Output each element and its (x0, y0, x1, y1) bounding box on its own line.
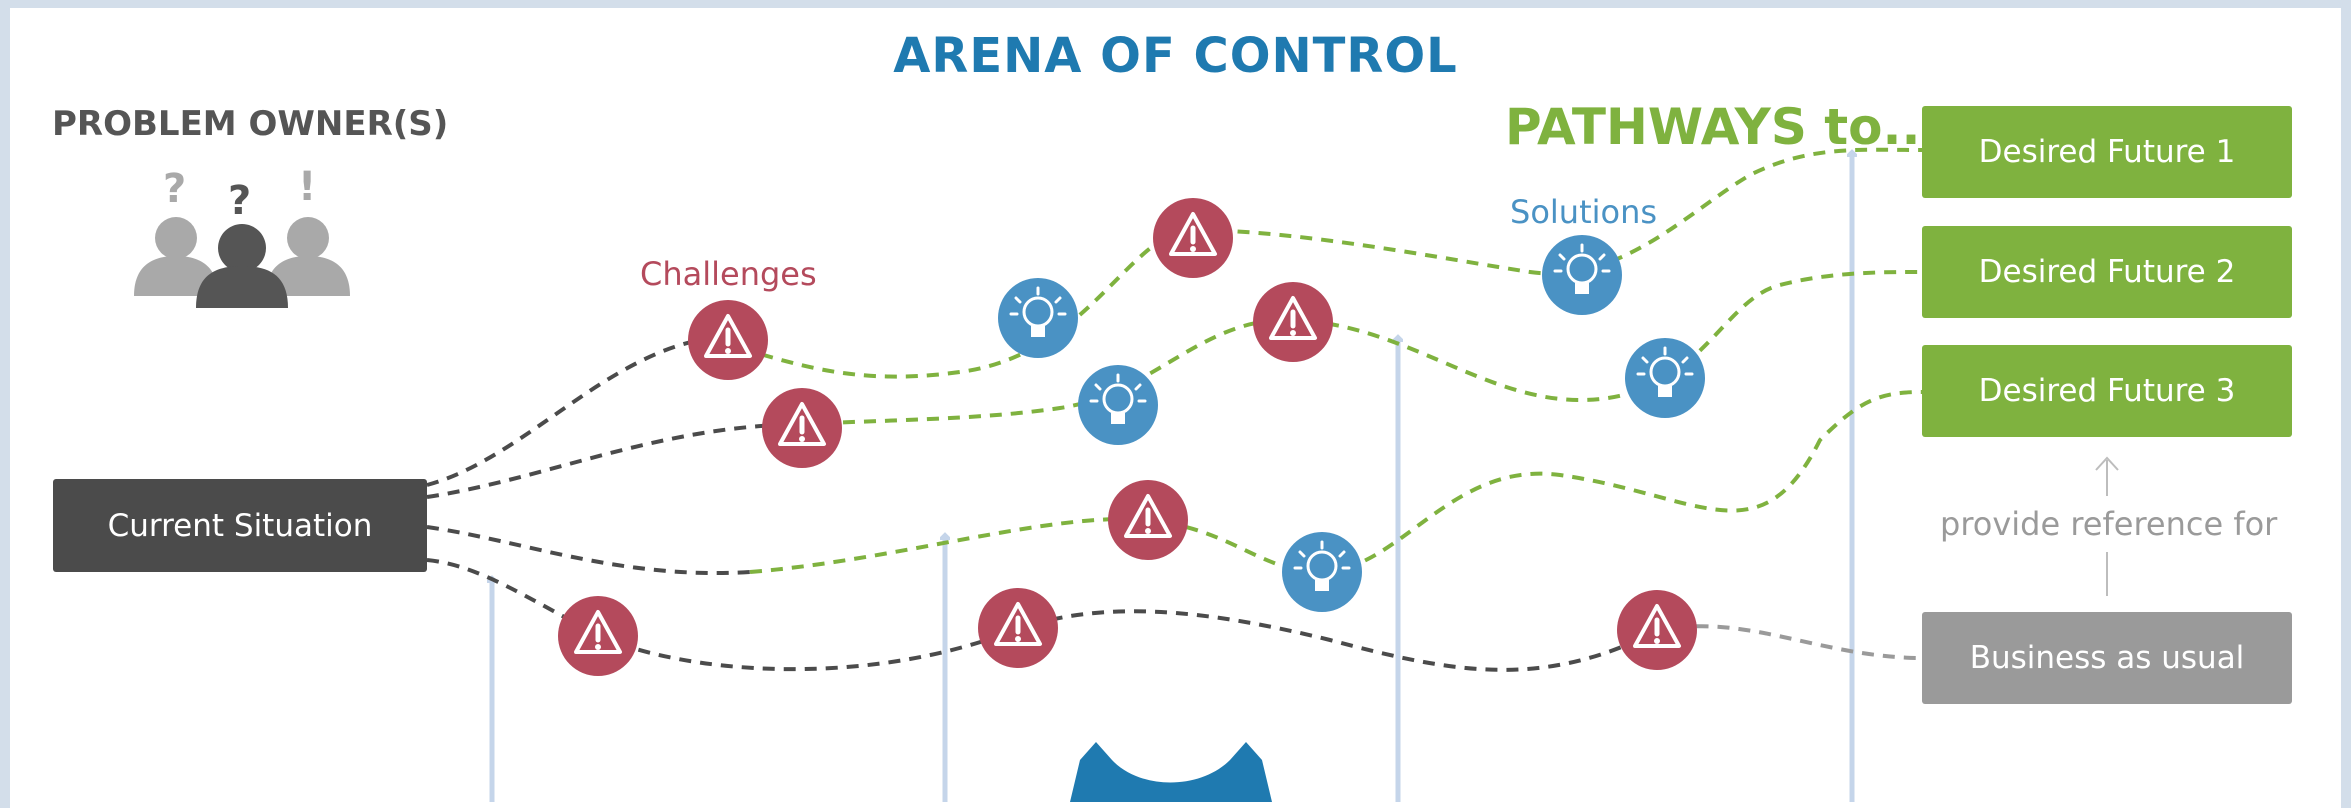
business-as-usual-box: Business as usual (1922, 612, 2292, 704)
pathway-b (426, 423, 781, 499)
people-icon (134, 217, 350, 308)
challenges-label: Challenges (640, 255, 817, 293)
challenge-markers (558, 198, 1697, 676)
warning-icon (1153, 198, 1233, 278)
reference-note: provide reference for (1940, 505, 2278, 543)
curved-arrow-icon (1070, 742, 1272, 802)
warning-icon (978, 588, 1058, 668)
pathway-c (426, 525, 751, 576)
exclamation-mark: ! (298, 164, 317, 210)
solutions-label: Solutions (1510, 193, 1658, 231)
pathway-a-green (699, 147, 1923, 379)
question-mark-2: ? (228, 178, 252, 224)
desired-future-3-box: Desired Future 3 (1922, 345, 2292, 437)
problem-owners-label: PROBLEM OWNER(S) (52, 104, 449, 144)
pathway-c-green (749, 390, 1923, 575)
pathway-bau (426, 558, 1656, 672)
warning-icon (762, 388, 842, 468)
reference-arrow (2095, 456, 2119, 596)
lightbulb-icon (998, 278, 1078, 358)
desired-future-2-box: Desired Future 2 (1922, 226, 2292, 318)
solution-markers (998, 235, 1705, 612)
warning-icon (1108, 480, 1188, 560)
current-situation-box: Current Situation (53, 479, 427, 572)
warning-icon (1253, 282, 1333, 362)
lightbulb-icon (1078, 365, 1158, 445)
question-mark-1: ? (163, 166, 187, 212)
warning-icon (688, 300, 768, 380)
vertical-arrows (492, 152, 1852, 802)
warning-icon (1617, 590, 1697, 670)
lightbulb-icon (1625, 338, 1705, 418)
lightbulb-icon (1542, 235, 1622, 315)
pathway-b-green (779, 270, 1923, 427)
warning-icon (558, 596, 638, 676)
pathway-a (426, 338, 701, 487)
lightbulb-icon (1282, 532, 1362, 612)
diagram-title: ARENA OF CONTROL (893, 28, 1458, 84)
pathway-lines (426, 147, 1923, 672)
desired-future-1-box: Desired Future 1 (1922, 106, 2292, 198)
pathways-label: PATHWAYS to... (1505, 98, 1940, 156)
